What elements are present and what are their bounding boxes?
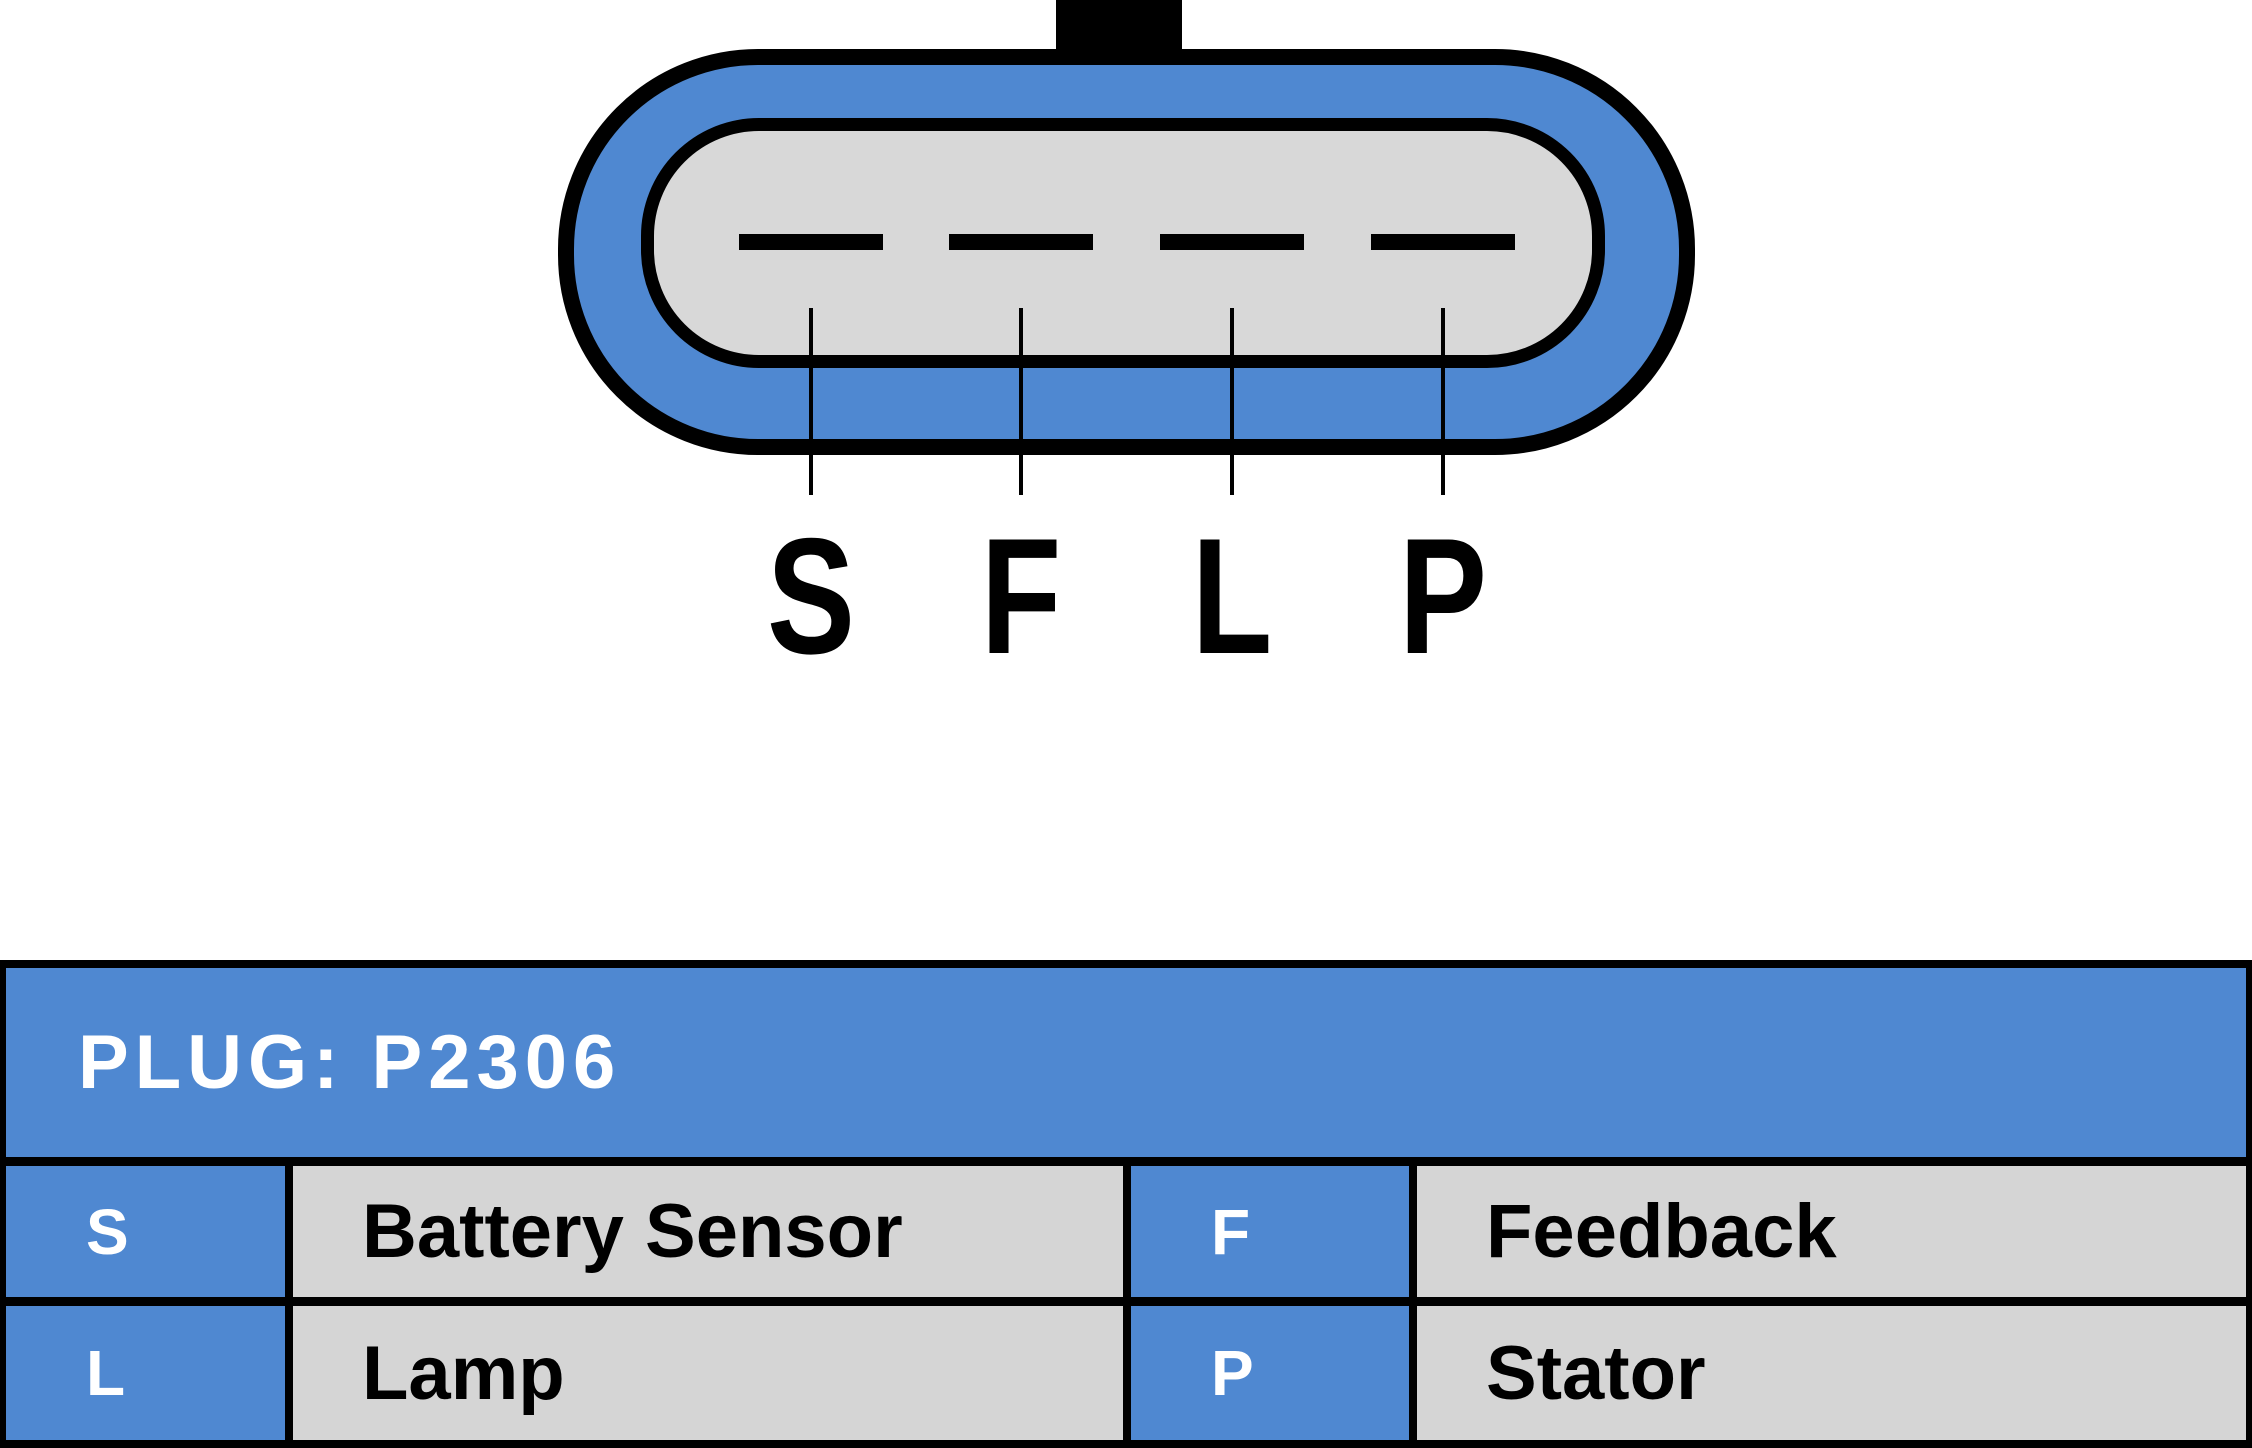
pin-cell-label: F xyxy=(1211,1195,1251,1268)
desc-cell-text: Lamp xyxy=(362,1330,565,1416)
pin-cell-label: P xyxy=(1211,1337,1254,1409)
pin-leader-line xyxy=(1019,308,1023,495)
desc-cell-text: Feedback xyxy=(1486,1189,1837,1274)
desc-cell-text: Battery Sensor xyxy=(362,1189,903,1274)
pin-terminal-slot xyxy=(739,234,883,250)
pin-leader-line xyxy=(1441,308,1445,495)
pin-cell-f: F xyxy=(1131,1166,1409,1297)
pin-leader-line xyxy=(1230,308,1234,495)
pin-terminal-slot xyxy=(1371,234,1515,250)
pin-leader-line xyxy=(809,308,813,495)
pin-cell-l: L xyxy=(6,1306,285,1440)
pin-label-f: F xyxy=(980,504,1062,688)
pin-cell-p: P xyxy=(1131,1306,1409,1440)
pin-label-p: P xyxy=(1398,504,1488,688)
pinout-table: PLUG: P2306 S Battery Sensor F Feedback … xyxy=(0,960,2252,1448)
pin-cell-label: L xyxy=(86,1337,126,1409)
pin-terminal-slot xyxy=(949,234,1093,250)
pin-label-l: L xyxy=(1191,504,1273,688)
desc-cell-battery-sensor: Battery Sensor xyxy=(293,1166,1123,1297)
plug-title: PLUG: P2306 xyxy=(78,1020,622,1105)
desc-cell-lamp: Lamp xyxy=(293,1306,1123,1440)
pin-terminal-slot xyxy=(1160,234,1304,250)
desc-cell-text: Stator xyxy=(1486,1330,1706,1416)
desc-cell-stator: Stator xyxy=(1417,1306,2246,1440)
table-header: PLUG: P2306 xyxy=(6,968,2246,1157)
pin-cell-label: S xyxy=(86,1195,129,1268)
pin-cell-s: S xyxy=(6,1166,285,1297)
pin-label-s: S xyxy=(766,504,856,688)
desc-cell-feedback: Feedback xyxy=(1417,1166,2246,1297)
